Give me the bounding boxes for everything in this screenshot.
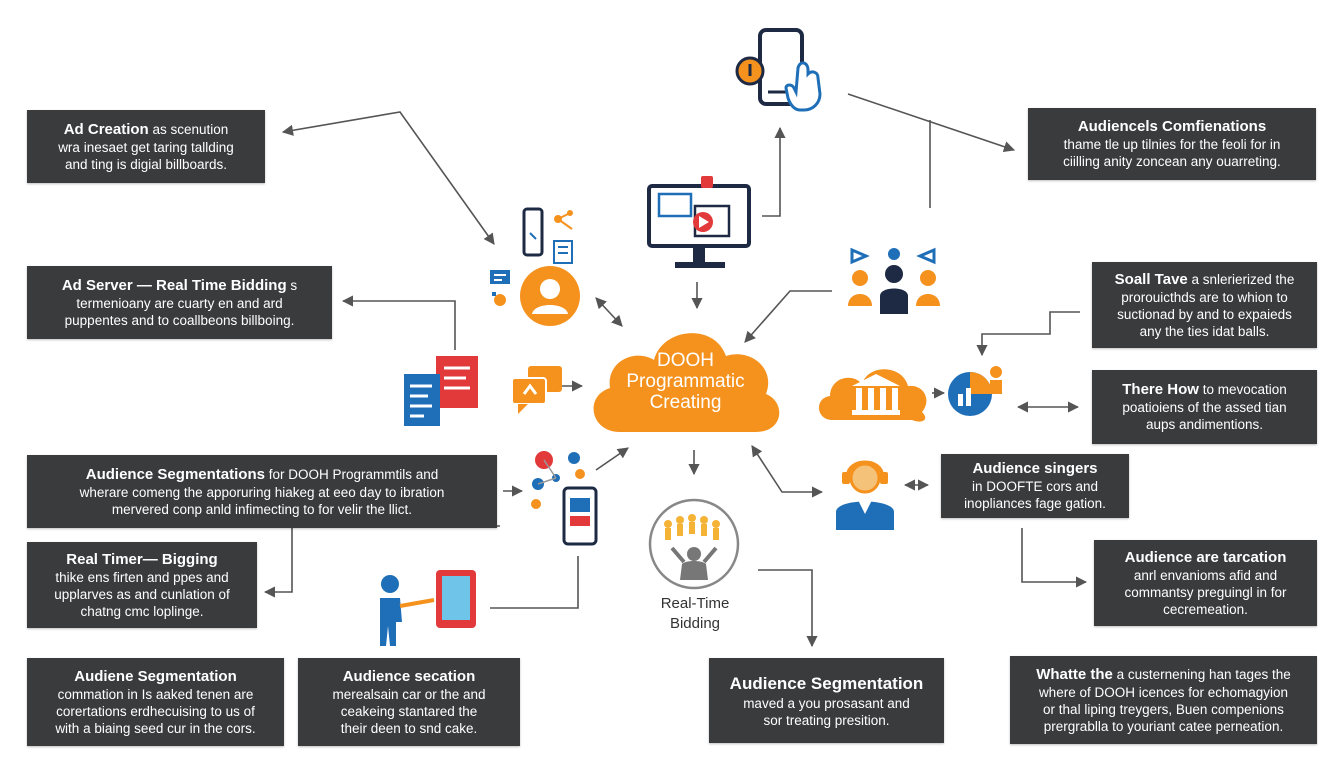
small-tave-line-2: suctionad by and to expaieds [1117,306,1292,322]
audience-secation-title: Audience secation [342,667,476,685]
small-tave-title: Soall Tave [1114,270,1188,288]
ad-creation-line-1: wra inesaet get taring tallding [58,139,234,155]
there-how-title-suffix: to mevocation [1198,382,1287,397]
small-tave-line-1: prorouicthds are to whion to [1121,289,1288,305]
ad-server-line-2: puppentes and to coallbeons billboing. [64,312,295,328]
whatte-line-2: or thal liping treygers, Buen compenions [1043,701,1284,717]
ad-creation-box: Ad Creation as scenution wra inesaet get… [27,110,265,183]
audience-combinations-box: Audiencels Comfienations thame tle up ti… [1028,108,1316,180]
audiene-seg-bottom-line-1: commation in Is aaked tenen are [57,686,254,702]
audience-seg-left-title: Audience Segmentations [85,465,265,483]
analytics-circle-icon [948,366,1002,416]
real-timer-box: Real Timer— Bigging thike ens firten and… [27,542,257,628]
audience-tarcation-line-2: commantsy preguingl in for [1124,584,1287,600]
audience-singers-box: Audience singers in DOOFTE cors and inop… [941,454,1129,518]
real-time-bidding-label: Real-Time Bidding [635,594,755,634]
audience-comb-line-1: thame tle up tilnies for the feoli for i… [1063,137,1281,152]
audience-secation-box: Audience secation merealsain car or the … [298,658,520,746]
audiene-segmentation-bottom-box: Audiene Segmentation commation in Is aak… [27,658,284,746]
whatte-title: Whatte the [1036,665,1113,683]
audience-secation-line-2: ceakeing stantared the [340,703,478,719]
whatte-title-suffix: a custernening han tages the [1112,666,1291,682]
bank-building-icon [818,369,927,422]
audience-singers-line-2: inopliances fage gation. [964,496,1106,511]
link-tablet-network [490,556,579,609]
there-how-box: There How to mevocation poatioiens of th… [1092,370,1317,444]
audience-seg-center-title: Audience Segmentation [729,673,924,693]
audience-seg-center-line-2: sor treating presition. [763,712,890,728]
link-monitor-phone [762,126,786,217]
ad-server-title: Ad Server — Real Time Bidding [61,276,287,294]
monitor-video-icon [647,176,751,268]
agent-headset-icon [836,460,894,530]
cloud-label: DOOH Programmatic Creating [598,350,773,413]
real-timer-line-3: chatng cmc loplinge. [80,603,204,619]
audience-tarcation-title: Audience are tarcation [1124,548,1287,566]
crowd-bidding-icon [648,498,740,590]
audiene-seg-bottom-line-2: corertations erdhecuising to us of [56,703,255,719]
small-tave-line-3: any the ties idat balls. [1139,323,1270,339]
there-how-line-2: aups andimentions. [1145,417,1264,432]
cloud-line-3: Creating [649,392,722,413]
ad-server-box: Ad Server — Real Time Bidding s termenio… [27,266,332,339]
audience-seg-center-line-1: maved a you prosasant and [743,695,910,711]
rtb-line-1: Real-Time [660,595,730,612]
link-small-tave [976,311,1080,357]
whatte-line-3: prergrablla to youriant catee perneation… [1043,718,1284,734]
whatte-box: Whatte the a custernening han tages the … [1010,656,1317,744]
there-how-line-1: poatioiens of the assed tian [1122,400,1287,415]
audience-seg-left-line-1: wherare comeng the apporuring hiakeg at … [79,484,445,500]
network-nodes-icon [531,451,598,546]
real-timer-title: Real Timer— Bigging [66,550,218,568]
ad-creation-title: Ad Creation [63,120,149,138]
link-phone-comb [847,93,1016,153]
small-tave-title-suffix: a snlerierized the [1187,271,1295,287]
people-group-icon [848,247,940,314]
link-ad-server [341,295,456,350]
audiene-seg-bottom-title: Audiene Segmentation [74,667,237,685]
link-cloud-agent [751,445,824,498]
ad-creation-title-suffix: as scenution [148,121,229,137]
audience-seg-left-line-2: mervered conp anld infimecting to for ve… [111,501,413,517]
audiene-seg-bottom-line-3: with a biaing seed cur in the cors. [55,720,256,736]
audience-segmentation-left-box: Audience Segmentations for DOOH Programm… [27,455,497,528]
ad-server-title-suffix: s [286,277,298,293]
audience-comb-title: Audiencels Comfienations [1077,118,1267,135]
documents-icon [404,356,478,426]
real-timer-line-2: upplarves as and cunlation of [54,586,230,602]
chat-bubble-icon [511,366,562,414]
real-timer-line-1: thike ens firten and ppes and [55,569,229,585]
link-ad-creation [281,111,495,245]
cloud-line-1: DOOH [657,350,714,371]
person-tablet-icon [380,570,476,646]
link-crowd-bottom [758,569,818,648]
whatte-line-1: where of DOOH icences for echomagyion [1038,684,1289,700]
audience-tarcation-line-3: cecremeation. [1163,601,1248,617]
cloud-icon [593,333,780,432]
audience-seg-left-title-suffix: for DOOH Programmtils and [264,466,439,482]
audience-singers-title: Audience singers [972,460,1098,477]
audience-singers-line-1: in DOOFTE cors and [971,479,1099,494]
rtb-line-2: Bidding [669,615,721,632]
smartphone-touch-icon [735,28,822,112]
audience-tarcation-line-1: anrl envanioms afid and [1133,567,1278,583]
audience-comb-line-2: ciilling anity zoncean any ouarreting. [1063,154,1281,169]
ad-creation-line-2: and ting is digial billboards. [64,156,228,172]
small-tave-box: Soall Tave a snlerierized the prorouicth… [1092,262,1317,348]
mobile-apps-icon [522,207,573,264]
audience-secation-line-1: merealsain car or the and [332,686,486,702]
ad-server-line-1: termenioany are cuarty en and ard [76,295,283,311]
audience-tarcation-box: Audience are tarcation anrl envanioms af… [1094,540,1317,626]
user-avatar-icon [490,266,580,326]
audience-segmentation-center-box: Audience Segmentation maved a you prosas… [709,658,944,743]
cloud-line-2: Programmatic [626,371,745,392]
link-singers-tarcation [1021,528,1088,588]
there-how-title: There How [1122,381,1199,398]
audience-secation-line-3: their deen to snd cake. [340,720,478,736]
